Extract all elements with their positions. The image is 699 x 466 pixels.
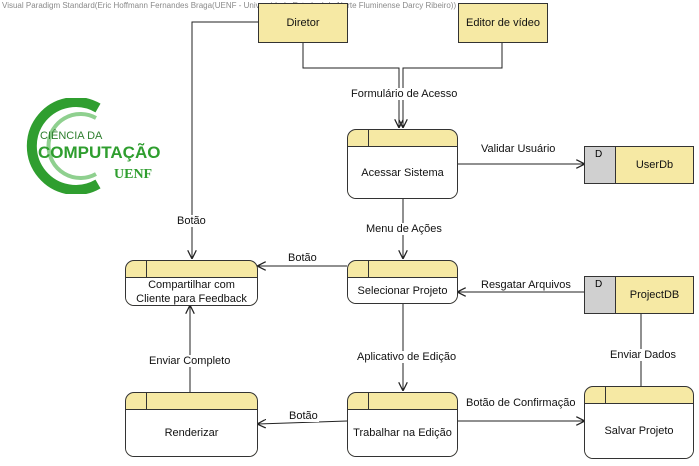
- entity-diretor[interactable]: Diretor: [258, 3, 348, 43]
- process-id-bar: [585, 387, 693, 404]
- flow-trabalhar-renderizar: [258, 421, 348, 424]
- process-renderizar-label: Renderizar: [126, 410, 257, 456]
- process-id-bar: [126, 393, 257, 410]
- process-salvar-label: Salvar Projeto: [585, 404, 693, 458]
- logo-ring-icon: [26, 98, 101, 194]
- flow-label-botao-share: Botão: [287, 252, 318, 264]
- process-trabalhar-edicao[interactable]: Trabalhar na Edição: [347, 392, 458, 457]
- process-renderizar[interactable]: Renderizar: [125, 392, 258, 457]
- process-trabalhar-label: Trabalhar na Edição: [348, 410, 457, 456]
- datastore-projectdb-id: D: [585, 277, 616, 313]
- watermark-text: Visual Paradigm Standard(Eric Hoffmann F…: [2, 1, 457, 10]
- datastore-projectdb[interactable]: D ProjectDB: [584, 276, 694, 314]
- flow-editor-acessar: [403, 41, 503, 127]
- entity-editor-video[interactable]: Editor de vídeo: [458, 3, 548, 43]
- flow-label-enviar-dados: Enviar Dados: [609, 349, 678, 361]
- flow-label-validar: Validar Usuário: [480, 143, 557, 155]
- process-id-bar: [348, 261, 457, 278]
- process-selecionar-label: Selecionar Projeto: [348, 278, 457, 303]
- ciencia-computacao-logo: CIÊNCIA DA COMPUTAÇÃO UENF: [26, 98, 160, 194]
- datastore-userdb-id: D: [585, 147, 616, 183]
- datastore-projectdb-name: ProjectDB: [629, 289, 680, 301]
- logo-line-2: COMPUTAÇÃO: [38, 142, 160, 162]
- entity-editor-label: Editor de vídeo: [466, 17, 540, 29]
- logo-line-1: CIÊNCIA DA: [40, 129, 103, 142]
- flow-label-botao-top: Botão: [176, 215, 207, 227]
- process-acessar-sistema[interactable]: Acessar Sistema: [347, 129, 458, 199]
- flow-label-enviar-completo: Enviar Completo: [148, 355, 232, 367]
- flow-label-botao-render: Botão: [288, 410, 319, 422]
- process-salvar-projeto[interactable]: Salvar Projeto: [584, 386, 694, 459]
- process-acessar-label: Acessar Sistema: [348, 147, 457, 198]
- flow-label-aplicativo: Aplicativo de Edição: [356, 351, 458, 363]
- datastore-userdb-name: UserDb: [635, 159, 674, 171]
- logo-line-3: UENF: [114, 167, 152, 182]
- process-selecionar-projeto[interactable]: Selecionar Projeto: [347, 260, 458, 304]
- datastore-userdb[interactable]: D UserDb: [584, 146, 694, 184]
- process-id-bar: [348, 393, 457, 410]
- process-compartilhar[interactable]: Compartilhar com Cliente para Feedback: [125, 260, 258, 306]
- flow-label-botao-confirmacao: Botão de Confirmação: [465, 397, 577, 409]
- flow-diretor-compartilhar: [192, 21, 258, 258]
- entity-diretor-label: Diretor: [286, 17, 320, 29]
- flow-label-menu: Menu de Ações: [365, 223, 443, 235]
- process-id-bar: [126, 261, 257, 278]
- process-compartilhar-label: Compartilhar com Cliente para Feedback: [126, 278, 257, 305]
- flow-label-resgatar: Resgatar Arquivos: [480, 279, 572, 291]
- flow-diretor-acessar: [302, 41, 399, 127]
- flow-label-formulario: Formulário de Acesso: [350, 88, 459, 100]
- process-id-bar: [348, 130, 457, 147]
